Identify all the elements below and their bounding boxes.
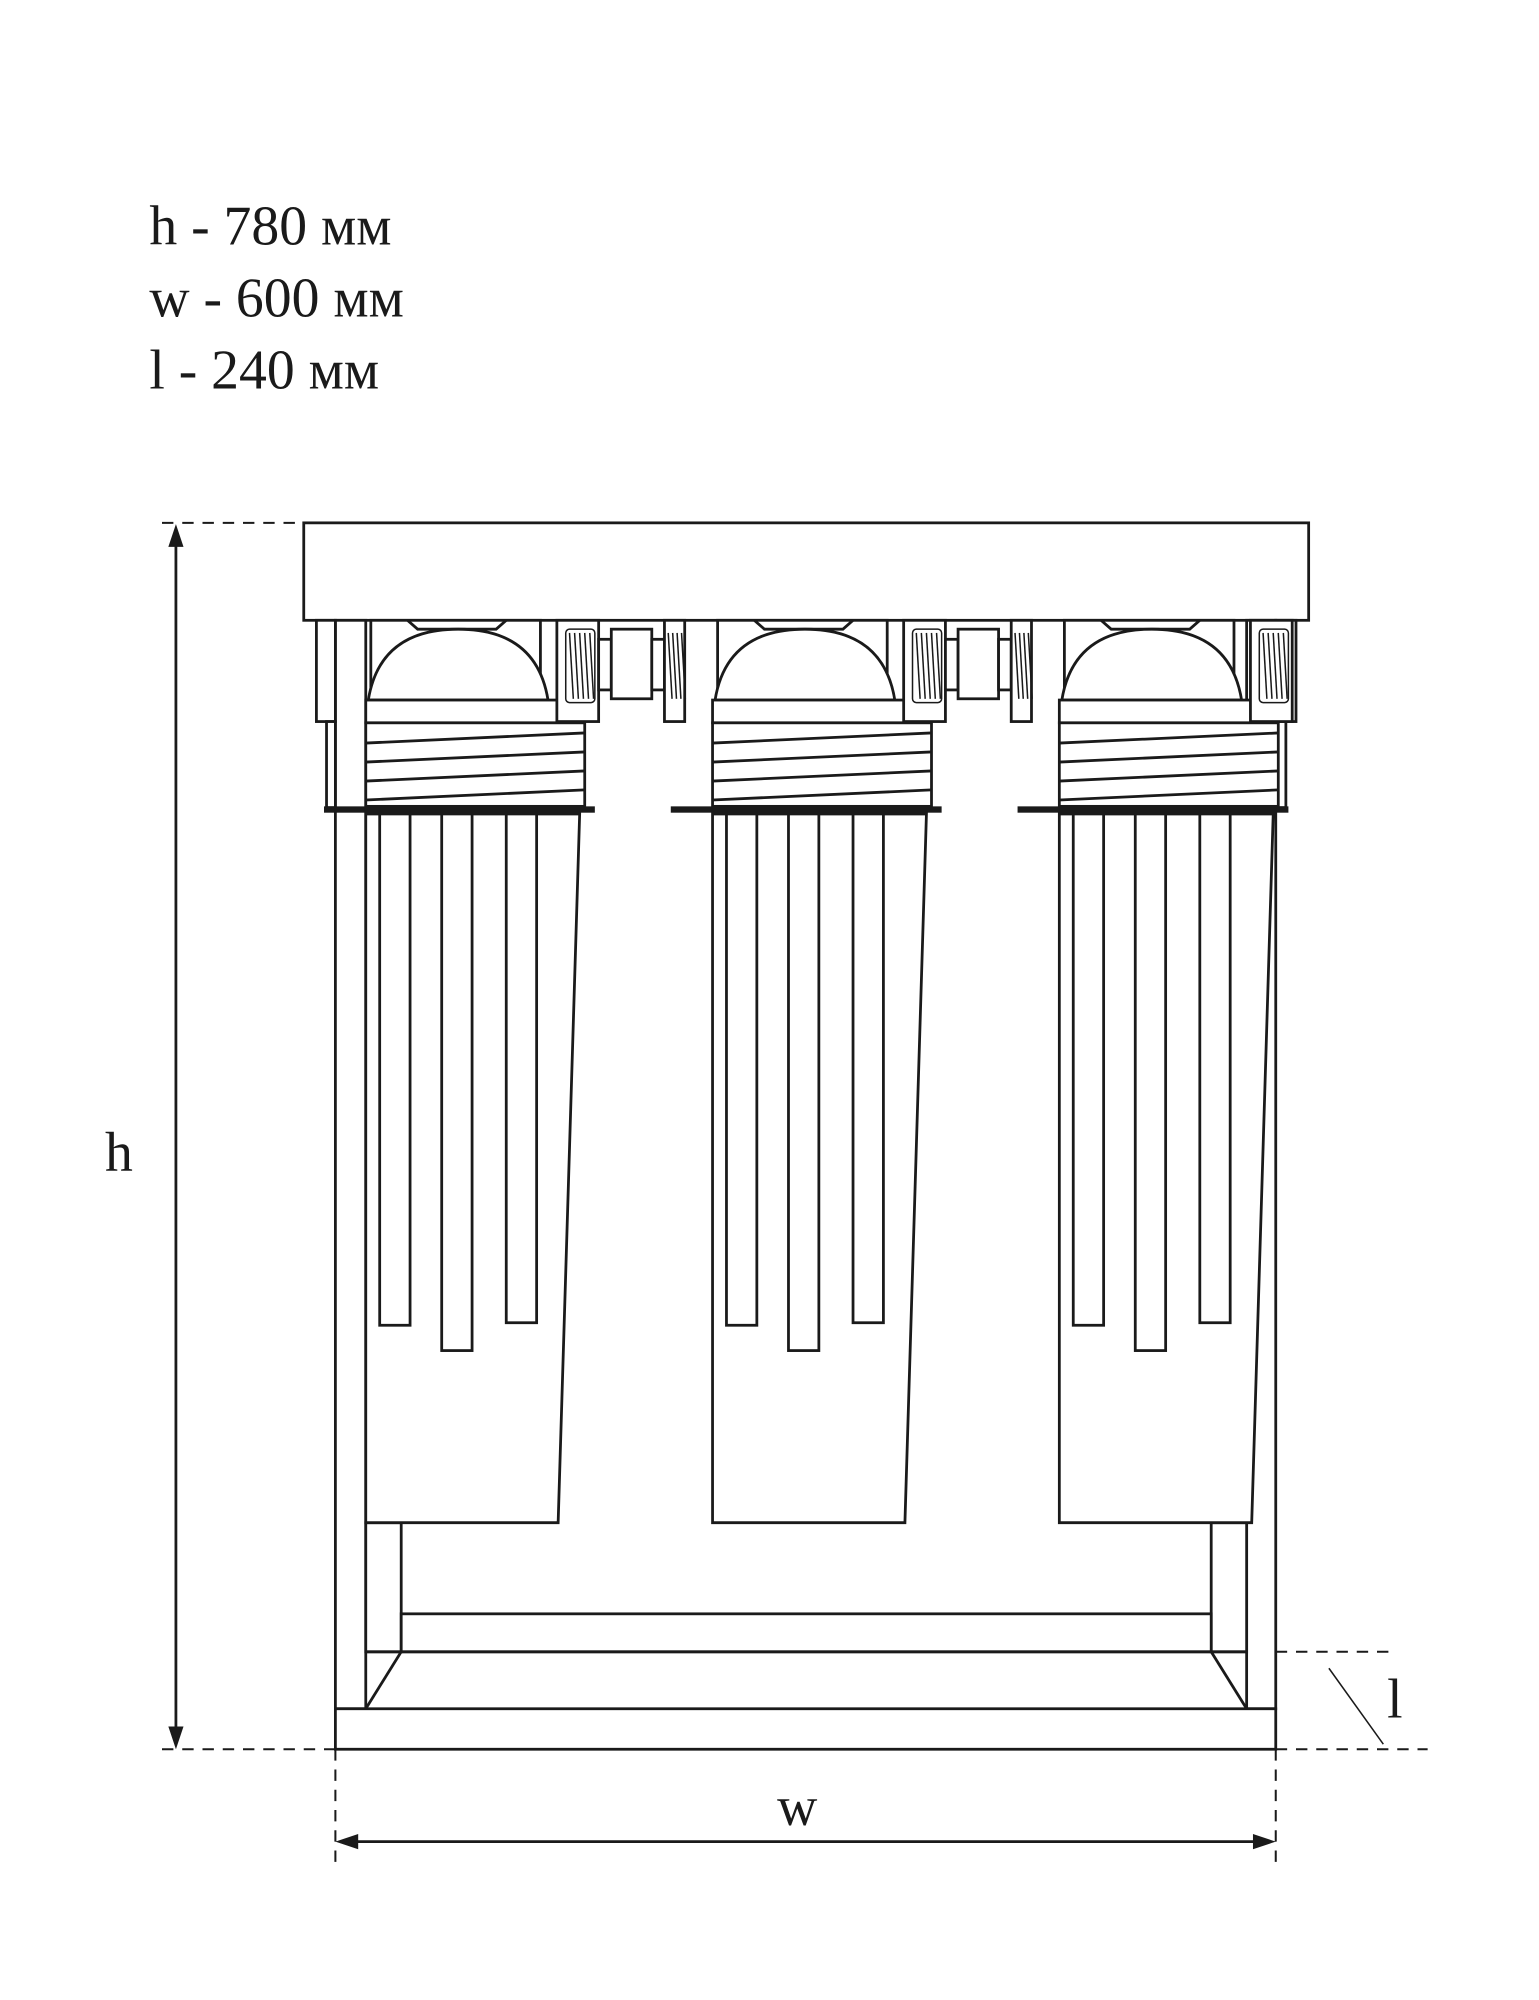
thread-line <box>365 769 585 783</box>
collar-ring <box>1057 698 1257 725</box>
thread-outline <box>911 628 943 704</box>
thread-line <box>915 632 921 699</box>
thread-line <box>920 632 926 699</box>
left-inner-post <box>364 1521 403 1654</box>
thread-pattern <box>911 628 943 704</box>
filter-tube <box>787 812 821 1352</box>
thread-line <box>935 632 942 699</box>
thread-line <box>667 632 673 699</box>
thread-line <box>930 632 937 699</box>
spec-length: l - 240 мм <box>149 340 379 402</box>
thread-line <box>1014 632 1020 699</box>
thread-line <box>1267 632 1273 699</box>
thread-line <box>589 632 595 699</box>
spec-width: w - 600 мм <box>149 268 403 330</box>
right-inner-post <box>1209 1521 1249 1654</box>
thread-line <box>680 632 687 699</box>
flange <box>324 806 595 813</box>
thread-outline <box>1258 628 1290 704</box>
thread-line <box>712 769 932 783</box>
length-label: l <box>1387 1669 1402 1731</box>
filter-tube <box>504 812 539 1325</box>
left-thread-stub <box>315 618 337 723</box>
filters <box>324 618 1294 1525</box>
filter-dome <box>1060 627 1244 702</box>
thread-line <box>583 632 590 699</box>
thread-line <box>578 632 585 699</box>
thread-line <box>676 632 682 699</box>
filter-tube <box>440 812 474 1352</box>
connector-stub <box>944 637 960 692</box>
arrow-right-icon <box>1252 1834 1276 1850</box>
thread-line <box>712 731 932 745</box>
thread-line <box>568 632 575 699</box>
flange <box>1017 806 1289 813</box>
filter-tube <box>725 812 759 1327</box>
thread-outline <box>564 628 596 704</box>
filter-dome <box>366 627 550 702</box>
thread-line <box>365 731 585 745</box>
filter-housing <box>324 618 687 1525</box>
thread-line <box>1023 632 1029 699</box>
thread-pattern <box>1014 632 1033 699</box>
left-post <box>333 618 368 1711</box>
thread-line <box>712 788 932 802</box>
thread-line <box>1282 632 1288 699</box>
filter-tube <box>851 812 885 1325</box>
top-panel <box>302 521 1311 622</box>
connector-block <box>956 627 1000 701</box>
filter-dome <box>713 627 897 702</box>
thread-pattern <box>1258 628 1290 704</box>
thread-line <box>573 632 580 699</box>
arrow-down-icon <box>168 1726 184 1750</box>
thread-line <box>1059 731 1279 745</box>
filter-tube <box>1198 812 1232 1325</box>
thread-line <box>1018 632 1025 699</box>
filter-tube <box>378 812 412 1327</box>
collar-ring <box>711 698 911 725</box>
thread-line <box>1272 632 1278 699</box>
flange <box>670 806 942 813</box>
length-dimension: l <box>1275 1650 1428 1751</box>
connector-stub <box>997 637 1013 692</box>
thread-line <box>1027 632 1033 699</box>
filter-housing <box>670 618 1033 1525</box>
left-thread-lower <box>325 720 337 810</box>
filter-housing <box>1017 618 1294 1525</box>
thread-line <box>1262 632 1268 699</box>
filter-tube <box>1133 812 1168 1352</box>
connector-block <box>609 627 654 701</box>
height-label: h <box>105 1122 133 1184</box>
thread-line <box>365 750 585 764</box>
filter-tube <box>1071 812 1106 1327</box>
thread-line <box>1277 632 1283 699</box>
connector-stub <box>650 637 666 692</box>
thread-line <box>671 632 678 699</box>
width-label: w <box>777 1776 817 1838</box>
thread-line <box>365 788 585 802</box>
width-dimension: w <box>334 1749 1277 1867</box>
arrow-left-icon <box>335 1834 359 1850</box>
thread-line <box>925 632 931 699</box>
thread-line <box>1059 750 1279 764</box>
thread-pattern <box>667 632 687 699</box>
arrow-up-icon <box>168 524 184 547</box>
thread-pattern <box>564 628 596 704</box>
collar-ring <box>364 698 564 725</box>
thread-line <box>1059 769 1279 783</box>
connector-stub <box>597 637 613 692</box>
spec-height: h - 780 мм <box>149 195 391 257</box>
thread-line <box>1059 788 1279 802</box>
base-plate <box>333 1707 1278 1751</box>
height-dimension: h <box>105 521 336 1751</box>
crossbar <box>399 1612 1213 1654</box>
thread-line <box>712 750 932 764</box>
